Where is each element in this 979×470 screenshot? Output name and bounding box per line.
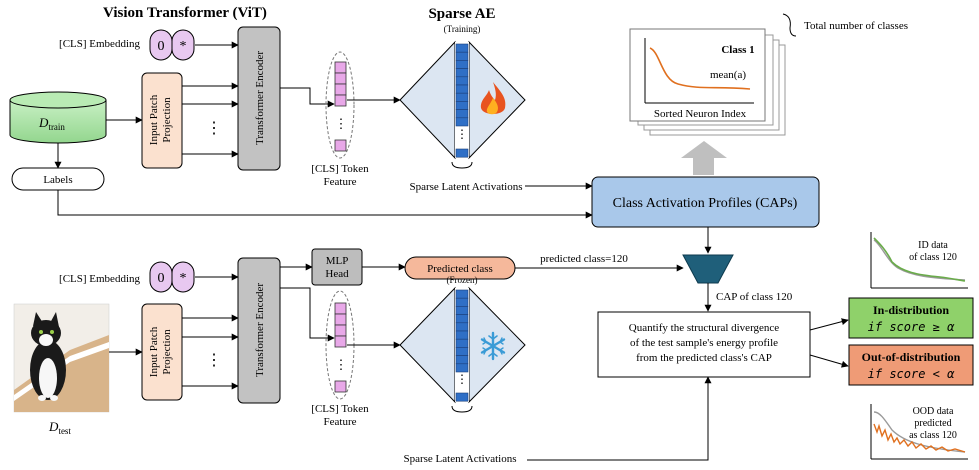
profile-class-label: Class 1 <box>721 44 754 56</box>
vit-title: Vision Transformer (ViT) <box>103 5 267 21</box>
ood-box <box>848 344 974 386</box>
transformer-encoder-bottom <box>237 257 281 404</box>
transformer-encoder-top-label: Transformer Encoder <box>254 51 266 145</box>
ood-mini-plot <box>870 404 968 460</box>
sae-bottom-latent-unit <box>455 306 469 315</box>
sae-top-latent-unit <box>455 117 469 127</box>
sae-bottom-latent-unit <box>455 347 469 356</box>
cls-token-pair: 0 * <box>149 29 195 61</box>
sae-top-latent-unit <box>455 43 469 53</box>
in-distribution-box <box>848 297 974 339</box>
stack-brace-icon <box>782 13 797 37</box>
token-zero: 0 <box>158 39 165 54</box>
sae-top-latent-unit <box>455 92 469 102</box>
patch-ellipsis-top: ⋮ <box>206 120 222 137</box>
patch-projection-bottom-label: Input PatchProjection <box>148 326 173 377</box>
train-dataset-label: Dtrain <box>38 115 65 132</box>
ood-title: Out-of-distribution <box>862 350 961 364</box>
profile-axis-label: Sorted Neuron Index <box>654 108 747 120</box>
sae-bottom-latent-unit <box>455 289 469 299</box>
predicted-edge-label: predicted class=120 <box>540 253 628 265</box>
ood-condition: if score < α <box>868 367 955 381</box>
cls-embedding-label-bottom: [CLS] Embedding <box>59 273 140 285</box>
quantify-box <box>597 311 811 378</box>
sae-bottom-latent-unit-last <box>455 392 469 402</box>
latent-label-top: Sparse Latent Activations <box>409 181 522 193</box>
cat-photo <box>13 303 110 413</box>
profile-curve-label: mean(a) <box>710 69 746 81</box>
token-zero-bottom: 0 <box>158 271 165 286</box>
stack-note: Total number of classes <box>804 20 908 32</box>
cls-feature-vector-top <box>334 61 347 152</box>
in-distribution-condition: if score ≥ α <box>868 320 955 334</box>
patch-ellipsis-bottom: ⋮ <box>206 352 222 369</box>
patch-projection-top-label: Input PatchProjection <box>148 94 173 145</box>
token-star: * <box>180 39 187 54</box>
cls-feature-ellipsis-bottom: ⋮ <box>335 357 348 372</box>
cls-feature-ellipsis-top: ⋮ <box>335 116 348 131</box>
sae-frozen-label: (Frozen) <box>447 275 478 285</box>
labels-text: Labels <box>43 174 72 186</box>
caps-box <box>591 176 820 228</box>
sae-training-label: (Training) <box>444 24 481 34</box>
latent-brace-bottom <box>451 405 473 413</box>
cls-feature-vector-bottom <box>334 302 347 393</box>
sae-top-latent-unit <box>455 68 469 78</box>
caps-label: Class Activation Profiles (CAPs) <box>613 196 798 211</box>
sae-bottom-latent-unit <box>455 314 469 324</box>
sae-top-latent-unit <box>455 76 469 86</box>
sae-title: Sparse AE <box>428 6 495 22</box>
sae-bottom-latent-unit <box>455 322 469 332</box>
sae-bottom-latent-unit <box>455 330 469 340</box>
patch-projection-bottom <box>141 303 183 401</box>
profile-card-stack <box>629 28 786 136</box>
sae-top-latent-unit-last <box>455 148 469 158</box>
fire-icon <box>480 82 506 115</box>
cls-embedding-label: [CLS] Embedding <box>59 38 140 50</box>
sae-bottom-latent-unit <box>455 297 469 307</box>
latent-label-bottom: Sparse Latent Activations <box>403 453 516 465</box>
sae-top-latent-unit <box>455 109 469 119</box>
cls-feature-outline-top <box>325 51 355 159</box>
patch-projection-top <box>141 72 183 169</box>
cap-of-class-label: CAP of class 120 <box>716 291 793 303</box>
sae-top-latent-unit <box>455 101 469 110</box>
sae-ellipsis-top: ⋮ <box>456 127 468 141</box>
funnel-icon <box>682 254 734 284</box>
transformer-encoder-top <box>237 26 281 171</box>
id-mini-plot <box>870 232 968 289</box>
sae-top-latent-unit <box>455 84 469 94</box>
train-dataset-icon <box>9 91 107 144</box>
snowflake-icon <box>480 331 506 361</box>
caps-to-stack-arrow <box>681 141 727 175</box>
token-star-bottom: * <box>180 271 187 286</box>
cls-token-pair-bottom: 0 * <box>149 261 195 293</box>
predicted-class-label: Predicted class <box>427 263 493 275</box>
sae-bottom-latent-unit <box>455 363 469 373</box>
latent-brace-top <box>451 161 473 169</box>
sae-ellipsis-bottom: ⋮ <box>456 372 468 386</box>
in-distribution-title: In-distribution <box>873 303 949 317</box>
sae-top-latent-unit <box>455 60 469 69</box>
sae-top-latent-unit <box>455 51 469 61</box>
transformer-encoder-bottom-label: Transformer Encoder <box>254 283 266 377</box>
sae-bottom-latent-unit <box>455 355 469 365</box>
test-dataset-label: Dtest <box>48 419 71 436</box>
sae-bottom-latent-unit <box>455 338 469 348</box>
